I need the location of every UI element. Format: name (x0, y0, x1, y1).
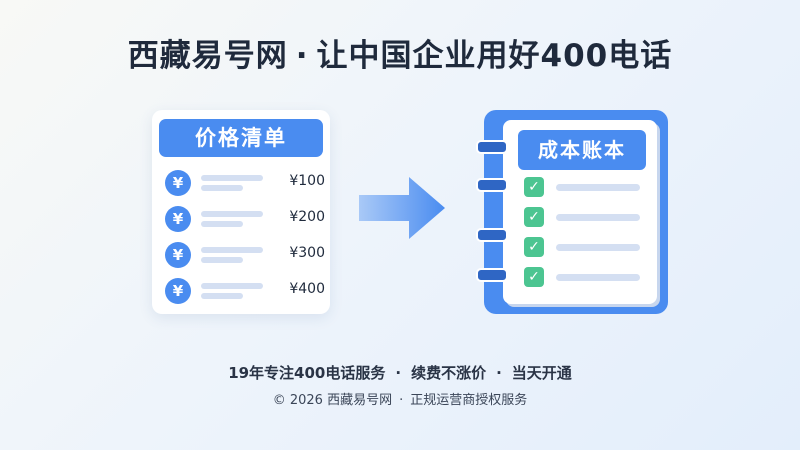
binder-ring-icon (476, 268, 508, 282)
checklist-item: ✓ (524, 267, 644, 289)
yen-icon: ¥ (165, 170, 191, 196)
check-icon: ✓ (524, 177, 544, 197)
price-row: ¥ ¥300 (165, 242, 325, 270)
price-value: ¥400 (289, 281, 325, 297)
copyright-text: © 2026 西藏易号网 (272, 393, 393, 408)
checklist-item: ✓ (524, 237, 644, 259)
placeholder-line (556, 214, 640, 221)
yen-icon: ¥ (165, 242, 191, 268)
checklist-item: ✓ (524, 177, 644, 199)
tagline-separator: · (496, 364, 502, 382)
checklist-item: ✓ (524, 207, 644, 229)
footer-note: 正规运营商授权服务 (410, 393, 528, 408)
footer-separator: · (399, 393, 404, 408)
yen-icon: ¥ (165, 206, 191, 232)
ledger-header: 成本账本 (518, 130, 646, 170)
price-value: ¥300 (289, 245, 325, 261)
footer: © 2026 西藏易号网 · 正规运营商授权服务 (0, 389, 800, 408)
right-arrow-icon (359, 177, 445, 239)
tagline-item: 续费不涨价 (411, 364, 487, 382)
placeholder-line (201, 175, 263, 181)
price-row: ¥ ¥200 (165, 206, 325, 234)
title-slogan: 让中国企业用好400电话 (316, 38, 673, 74)
check-icon: ✓ (524, 267, 544, 287)
placeholder-line (556, 184, 640, 191)
placeholder-line (201, 211, 263, 217)
price-row: ¥ ¥100 (165, 170, 325, 198)
placeholder-line (201, 221, 243, 227)
tagline-item: 当天开通 (511, 364, 572, 382)
placeholder-line (201, 257, 243, 263)
price-value: ¥100 (289, 173, 325, 189)
price-list-header: 价格清单 (159, 119, 323, 157)
price-list-card: 价格清单 ¥ ¥100 ¥ ¥200 ¥ ¥300 ¥ ¥400 (152, 110, 330, 314)
binder-ring-icon (476, 140, 508, 154)
tagline-separator: · (395, 364, 402, 382)
placeholder-line (201, 247, 263, 253)
title-brand: 西藏易号网 (127, 38, 288, 74)
placeholder-line (201, 185, 243, 191)
page-title: 西藏易号网·让中国企业用好400电话 (0, 30, 800, 75)
title-separator: · (295, 38, 309, 74)
binder-ring-icon (476, 178, 508, 192)
check-icon: ✓ (524, 207, 544, 227)
placeholder-line (201, 293, 243, 299)
tagline-item: 19年专注400电话服务 (228, 364, 386, 382)
yen-icon: ¥ (165, 278, 191, 304)
price-row: ¥ ¥400 (165, 278, 325, 306)
placeholder-line (201, 283, 263, 289)
binder-ring-icon (476, 228, 508, 242)
tagline: 19年专注400电话服务 · 续费不涨价 · 当天开通 (0, 362, 800, 383)
price-value: ¥200 (289, 209, 325, 225)
check-icon: ✓ (524, 237, 544, 257)
placeholder-line (556, 244, 640, 251)
placeholder-line (556, 274, 640, 281)
cost-ledger-book: 成本账本 ✓ ✓ ✓ ✓ (476, 110, 668, 314)
